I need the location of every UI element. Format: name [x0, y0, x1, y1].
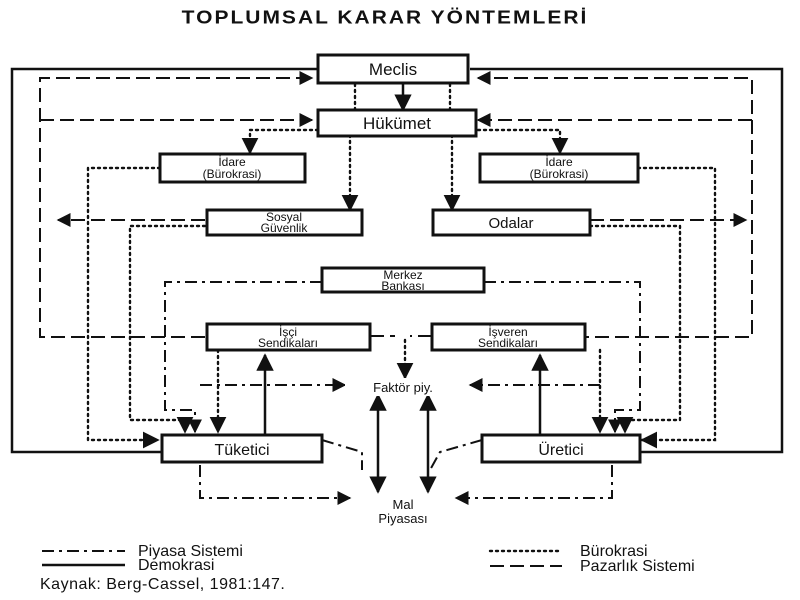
merkez-bankasi-box: Merkez Bankası	[320, 266, 486, 294]
uretici-box: Üretici	[480, 433, 642, 464]
hukumet-label: Hükümet	[363, 114, 431, 133]
hukumet-box: Hükümet	[316, 108, 478, 138]
meclis-label: Meclis	[369, 60, 417, 79]
isci-line1: İşçi	[279, 325, 297, 339]
page-title: TOPLUMSAL KARAR YÖNTEMLERİ	[181, 7, 589, 28]
isci-line2: Sendikaları	[258, 336, 318, 350]
idare-right-box: İdare (Bürokrasi)	[478, 152, 640, 184]
pazarlik-right-loop	[476, 71, 753, 338]
tuketici-box: Tüketici	[160, 433, 324, 464]
piyasa-tuketici-mid	[321, 439, 363, 470]
piyasa-merkez-left	[164, 281, 322, 434]
odalar-box: Odalar	[431, 208, 592, 237]
burokrasi-idare-left-tuketici	[86, 166, 162, 449]
idare-left-line1: İdare	[218, 155, 246, 169]
legend: Piyasa Sistemi Demokrasi Bürokrasi Pazar…	[42, 543, 695, 575]
legend-burokrasi-label: Bürokrasi	[580, 543, 648, 560]
isveren-sendikalari-box: İşveren Sendikaları	[430, 322, 587, 352]
piyasa-uretici-mid	[429, 439, 483, 471]
sosyal-guvenlik-box: Sosyal Güvenlik	[205, 208, 364, 237]
merkez-line2: Bankası	[381, 279, 424, 293]
meclis-box: Meclis	[316, 53, 470, 85]
isveren-line1: İşveren	[488, 325, 527, 339]
idare-right-line1: İdare	[545, 155, 573, 169]
isveren-line2: Sendikaları	[478, 336, 538, 350]
uretici-label: Üretici	[538, 441, 583, 459]
sosyal-line2: Güvenlik	[261, 221, 309, 235]
piyasa-tuketici-mal	[199, 465, 352, 505]
burokrasi-idare-right-uretici	[636, 166, 717, 449]
tuketici-label: Tüketici	[214, 442, 269, 459]
burokrasi-sosyal-tuketici	[128, 224, 207, 434]
faktor-piyasasi-label: Faktör piy.	[373, 380, 433, 395]
idare-left-box: İdare (Bürokrasi)	[158, 152, 307, 184]
burokrasi-odalar-uretici	[588, 224, 682, 434]
legend-pazarlik-label: Pazarlık Sistemi	[580, 558, 695, 575]
burokrasi-hukumet-idare-right	[476, 128, 569, 155]
source-citation: Kaynak: Berg-Cassel, 1981:147.	[40, 576, 286, 593]
pazarlik-left-loop	[39, 71, 314, 338]
piyasasi-label: Piyasası	[378, 511, 427, 526]
idare-right-line2: (Bürokrasi)	[530, 167, 589, 181]
burokrasi-hukumet-idare-left	[241, 128, 320, 155]
legend-demokrasi-label: Demokrasi	[138, 557, 214, 574]
mal-label: Mal	[393, 497, 414, 512]
connectors	[10, 67, 784, 505]
legend-piyasa-label: Piyasa Sistemi	[138, 543, 243, 560]
merkez-line1: Merkez	[383, 268, 422, 282]
piyasa-merkez-right	[484, 281, 641, 434]
isci-sendikalari-box: İşçi Sendikaları	[205, 322, 372, 352]
idare-left-line2: (Bürokrasi)	[203, 167, 262, 181]
piyasa-uretici-mal	[454, 465, 613, 505]
odalar-label: Odalar	[488, 215, 533, 232]
sosyal-line1: Sosyal	[266, 210, 302, 224]
